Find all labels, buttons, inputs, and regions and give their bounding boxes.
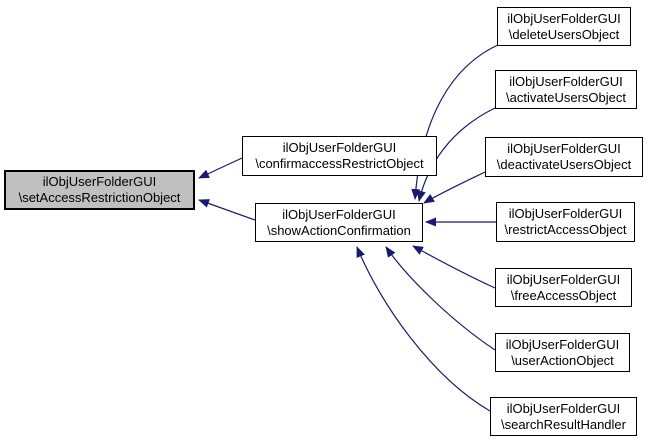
- node-label-line1: ilObjUserFolderGUI: [508, 206, 623, 221]
- node-activateUsersObject[interactable]: ilObjUserFolderGUI \activateUsersObject: [495, 70, 637, 109]
- node-label-line1: ilObjUserFolderGUI: [509, 73, 623, 89]
- node-restrictAccessObject[interactable]: ilObjUserFolderGUI \restrictAccessObject: [496, 202, 635, 242]
- node-label-line2: \deactivateUsersObject: [496, 157, 632, 172]
- node-deactivateUsersObject[interactable]: ilObjUserFolderGUI \deactivateUsersObjec…: [485, 137, 643, 177]
- edge-confirmaccessRestrictObject-to-setAccessRestrictionObject: [198, 157, 243, 179]
- node-label-line1: ilObjUserFolderGUI: [507, 10, 621, 26]
- node-label-line2: \showActionConfirmation: [267, 222, 411, 238]
- node-confirmaccessRestrictObject[interactable]: ilObjUserFolderGUI \confirmaccessRestric…: [242, 136, 437, 176]
- node-label-line2: \deleteUsersObject: [508, 26, 620, 42]
- node-showActionConfirmation[interactable]: ilObjUserFolderGUI \showActionConfirmati…: [255, 203, 423, 242]
- node-label-line2: \setAccessRestrictionObject: [18, 190, 181, 205]
- node-label-line1: ilObjUserFolderGUI: [506, 271, 621, 287]
- node-deleteUsersObject[interactable]: ilObjUserFolderGUI \deleteUsersObject: [497, 7, 631, 46]
- node-label-line2: \freeAccessObject: [510, 287, 617, 303]
- node-userActionObject[interactable]: ilObjUserFolderGUI \userActionObject: [495, 333, 630, 372]
- edge-searchResultHandler-to-showActionConfirmation: [356, 246, 491, 412]
- node-label-line1: ilObjUserFolderGUI: [507, 141, 621, 156]
- node-label-line1: ilObjUserFolderGUI: [282, 140, 397, 155]
- node-freeAccessObject[interactable]: ilObjUserFolderGUI \freeAccessObject: [495, 268, 632, 307]
- edge-deactivateUsersObject-to-showActionConfirmation: [423, 171, 486, 204]
- node-label-line2: \confirmaccessRestrictObject: [255, 156, 424, 171]
- edge-freeAccessObject-to-showActionConfirmation: [412, 245, 496, 289]
- node-label-line2: \userActionObject: [511, 352, 614, 368]
- node-label-line2: \searchResultHandler: [500, 416, 626, 432]
- node-label-line1: ilObjUserFolderGUI: [282, 206, 396, 222]
- edge-showActionConfirmation-to-setAccessRestrictionObject: [198, 199, 256, 221]
- edge-userActionObject-to-showActionConfirmation: [385, 246, 496, 351]
- node-label-line2: \activateUsersObject: [506, 89, 626, 105]
- node-label-line1: ilObjUserFolderGUI: [505, 336, 620, 352]
- node-setAccessRestrictionObject[interactable]: ilObjUserFolderGUI \setAccessRestriction…: [4, 170, 195, 210]
- node-label-line2: \restrictAccessObject: [504, 222, 627, 237]
- node-label-line1: ilObjUserFolderGUI: [506, 400, 621, 416]
- node-searchResultHandler[interactable]: ilObjUserFolderGUI \searchResultHandler: [490, 397, 637, 436]
- node-label-line1: ilObjUserFolderGUI: [42, 174, 157, 189]
